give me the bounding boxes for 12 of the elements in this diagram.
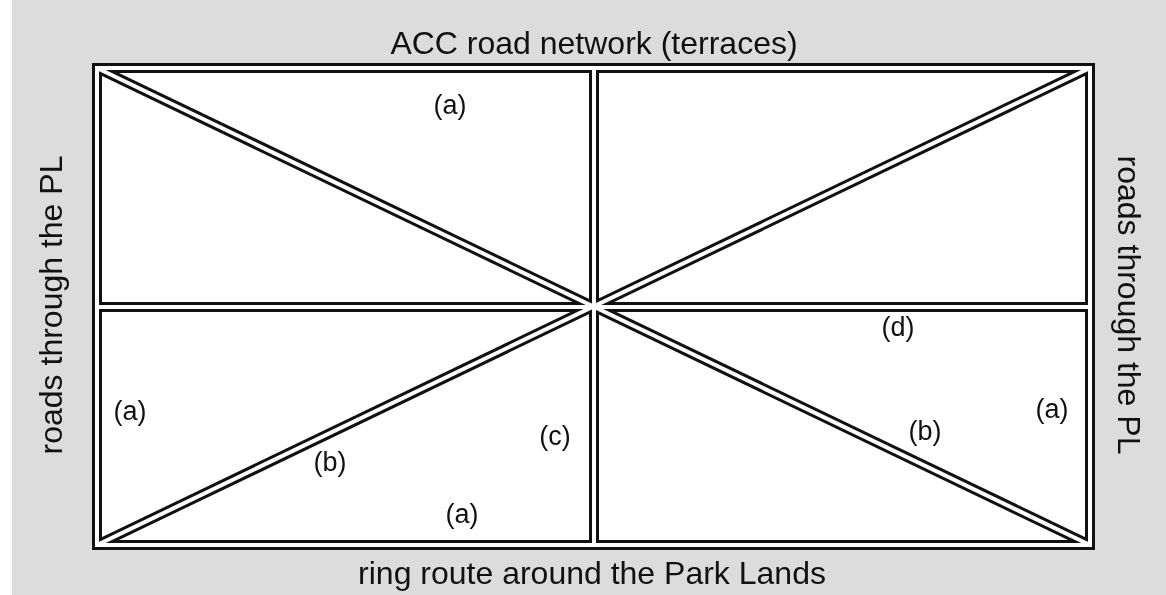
callout-letter: (b) (313, 448, 347, 478)
callout-letter: (a) (445, 500, 479, 530)
callout-letter: (a) (113, 397, 147, 427)
road-label: ACC road network (terraces) (390, 26, 798, 62)
callout-letter: (c) (539, 422, 571, 452)
callout-letter: (a) (1035, 395, 1069, 425)
callout-letter: (d) (881, 313, 915, 343)
road-label: roads through the PL (1110, 155, 1146, 455)
callout-letter: (a) (433, 91, 467, 121)
road-label: roads through the PL (34, 155, 70, 455)
road-label: ring route around the Park Lands (358, 556, 826, 592)
callout-letter: (b) (908, 417, 942, 447)
